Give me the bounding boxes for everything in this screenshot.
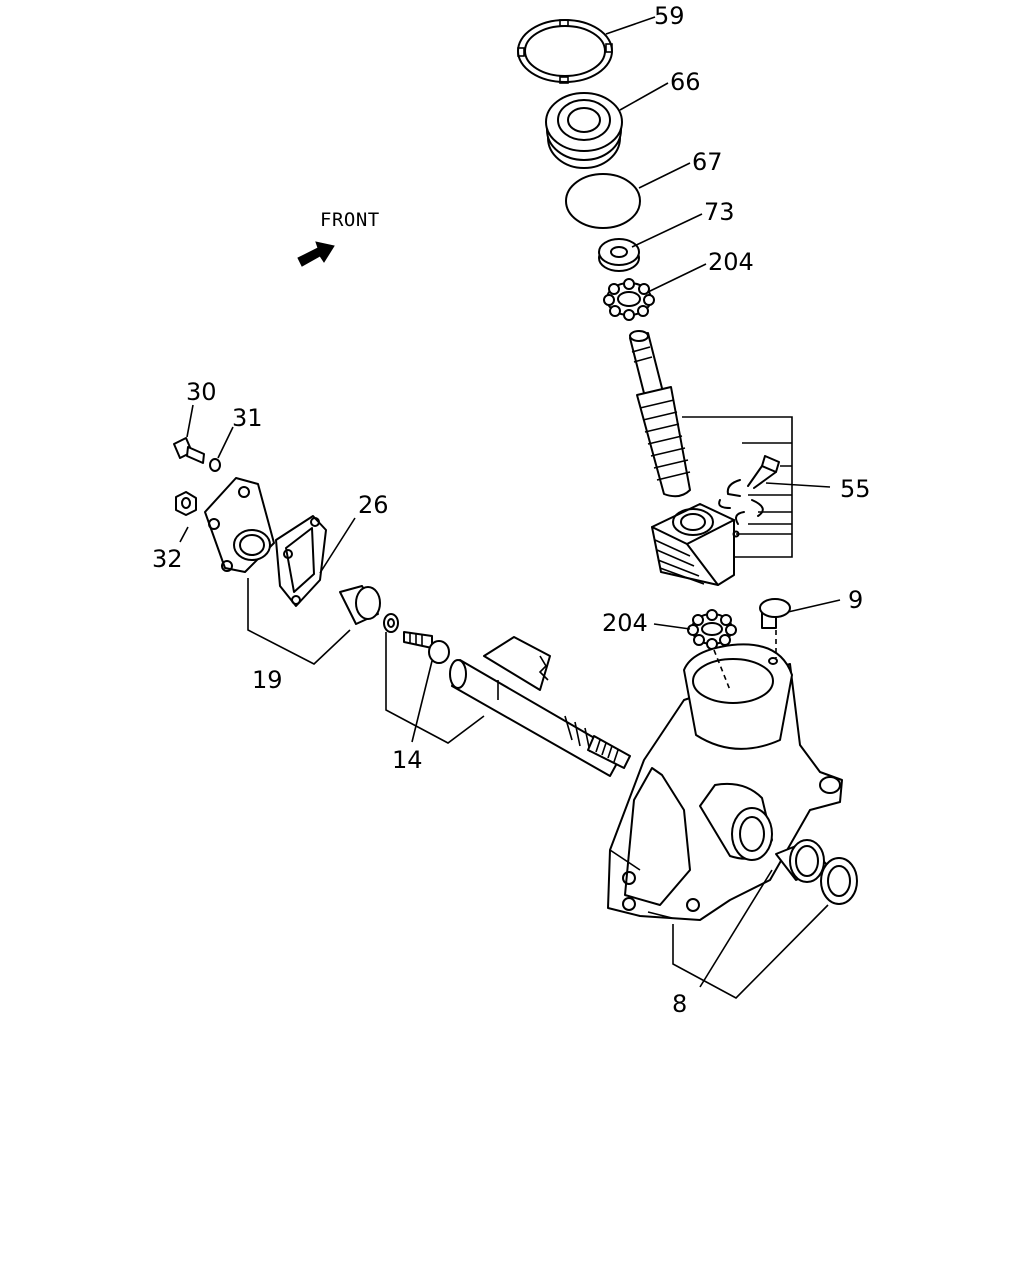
callout-204-mid: 204	[602, 609, 648, 637]
callout-67: 67	[692, 148, 723, 176]
part-14-adjusting-screw	[383, 613, 485, 744]
front-arrow-icon	[297, 241, 335, 267]
part-66-adjusting-plug	[545, 92, 623, 169]
callout-26: 26	[358, 491, 389, 519]
callout-204-top: 204	[708, 248, 754, 276]
callout-labels: 59 66 67 73 204 55 204 9 30 31 26 32 19 …	[152, 2, 871, 1018]
part-55-worm-ball-nut-assembly	[629, 330, 831, 586]
part-73-seal	[598, 238, 640, 272]
front-label: FRONT	[320, 209, 380, 231]
part-30-bolt	[173, 437, 205, 464]
part-31-washer	[209, 458, 221, 472]
part-26-gasket	[275, 515, 327, 607]
callout-14: 14	[392, 746, 423, 774]
callout-30: 30	[186, 378, 217, 406]
callout-73: 73	[704, 198, 735, 226]
part-sector-shaft	[449, 636, 631, 777]
part-67-o-ring	[565, 173, 641, 229]
callout-19: 19	[252, 666, 283, 694]
callout-8: 8	[672, 990, 687, 1018]
callout-9: 9	[848, 586, 863, 614]
front-indicator: FRONT	[297, 209, 380, 267]
part-59-lock-ring	[517, 19, 613, 84]
part-204-bearing-top	[603, 278, 655, 321]
callout-32: 32	[152, 545, 183, 573]
callout-66: 66	[670, 68, 701, 96]
part-9-plug	[759, 598, 791, 629]
part-19-side-cover	[204, 477, 381, 665]
leader-lines	[179, 16, 841, 999]
part-32-nut	[175, 491, 197, 516]
callout-31: 31	[232, 404, 263, 432]
part-204-bearing-mid	[687, 609, 737, 650]
part-8-bearing-and-seal	[775, 839, 858, 905]
callout-59: 59	[654, 2, 685, 30]
callout-55: 55	[840, 475, 871, 503]
